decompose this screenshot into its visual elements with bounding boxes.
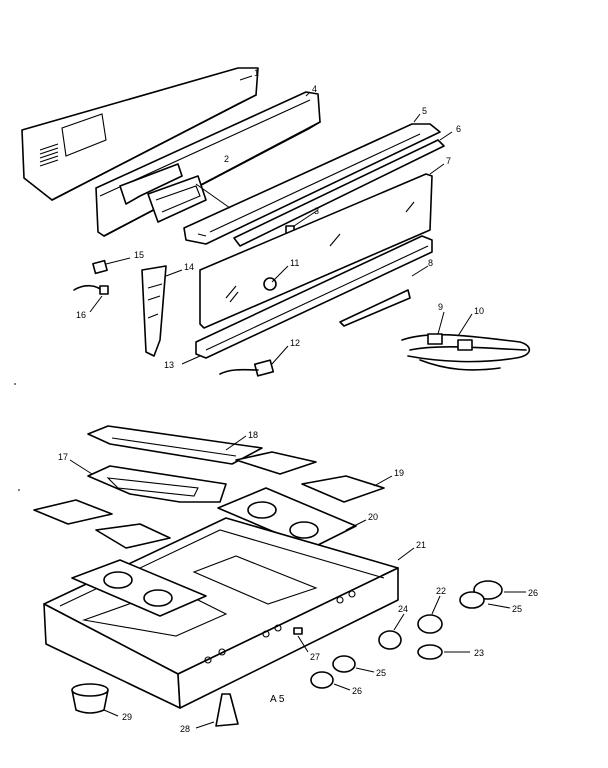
- callout-3: 3: [314, 206, 319, 216]
- part-2-bracket: [119, 163, 207, 223]
- callout-16: 16: [76, 310, 86, 320]
- grate-left: [33, 499, 171, 549]
- callout-25-right: 25: [512, 604, 522, 614]
- part-15-16-lamp-socket: [73, 259, 109, 295]
- callout-11: 11: [290, 258, 299, 268]
- callout-18: 18: [248, 430, 258, 440]
- callout-labels: 1 2 3 4 5 6 7 8 9 10 11 12 13 14 15 16 1…: [58, 68, 538, 734]
- callout-28: 28: [180, 724, 190, 734]
- part-9-10-wiring-harness: [401, 333, 531, 371]
- part-21-cooktop-body: [43, 517, 399, 709]
- burner-plate-front: [71, 559, 207, 617]
- callout-25-left: 25: [376, 668, 386, 678]
- callout-5: 5: [422, 106, 427, 116]
- knob-group: [310, 580, 503, 689]
- callout-17: 17: [58, 452, 68, 462]
- callout-14: 14: [184, 262, 194, 272]
- callout-12: 12: [290, 338, 300, 348]
- callout-1: 1: [254, 68, 259, 78]
- callout-26-left: 26: [352, 686, 362, 696]
- callout-26-right: 26: [528, 588, 538, 598]
- part-12-switch: [219, 359, 275, 377]
- part-17-drip-frame: [87, 465, 227, 503]
- part-28-wedge: [215, 693, 239, 727]
- part-8-rail: [195, 235, 433, 359]
- leader-lines: [14, 75, 526, 729]
- part-19-grate: [235, 451, 385, 503]
- callout-4: 4: [312, 84, 317, 94]
- callout-9: 9: [438, 302, 443, 312]
- part-14-side-bracket: [141, 265, 167, 357]
- callout-24: 24: [398, 604, 408, 614]
- callout-8: 8: [428, 258, 433, 268]
- callout-10: 10: [474, 306, 484, 316]
- callout-29: 29: [122, 712, 132, 722]
- callout-13: 13: [164, 360, 174, 370]
- part-29-cup: [71, 683, 109, 714]
- callout-7: 7: [446, 156, 451, 166]
- part-18-cover: [87, 425, 263, 465]
- callout-22: 22: [436, 586, 446, 596]
- callout-20: 20: [368, 512, 378, 522]
- callout-2: 2: [224, 154, 229, 164]
- drawing-code: A 5: [270, 694, 285, 705]
- callout-23: 23: [474, 648, 484, 658]
- part-20-burner-plate: [217, 487, 357, 549]
- callout-21: 21: [416, 540, 426, 550]
- callout-19: 19: [394, 468, 404, 478]
- part-6-rod: [233, 139, 445, 247]
- part-1-back-panel: [21, 67, 259, 201]
- callout-27: 27: [310, 652, 320, 662]
- part-5-trim-strip: [183, 123, 441, 245]
- callout-15: 15: [134, 250, 144, 260]
- callout-6: 6: [456, 124, 461, 134]
